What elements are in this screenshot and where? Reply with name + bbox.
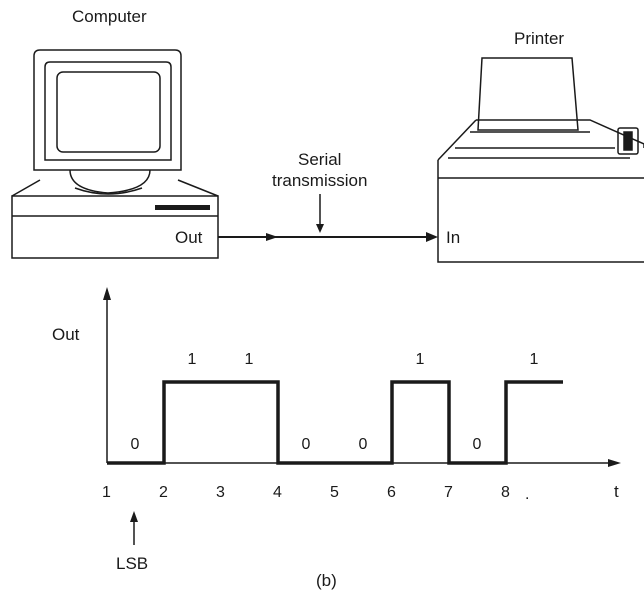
serial-line-arrowhead-mid xyxy=(266,233,278,241)
serial-label-line1: Serial xyxy=(298,150,341,169)
tick-label: 3 xyxy=(216,484,225,501)
timing-diagram: Out t 1 2 3 4 5 6 7 8. 0 1 1 0 0 1 0 1 LSB xyxy=(52,287,621,573)
computer-unit-top-edge-right xyxy=(177,179,219,197)
tick-label: 5 xyxy=(330,484,339,501)
tick-labels: 1 2 3 4 5 6 7 8. xyxy=(102,484,529,503)
printer-top-left xyxy=(437,119,477,161)
x-axis-label: t xyxy=(614,482,619,501)
lsb-label: LSB xyxy=(116,554,148,573)
computer-label: Computer xyxy=(72,7,147,26)
bit-label: 0 xyxy=(473,436,482,453)
printer-control-panel xyxy=(617,127,639,155)
computer-monitor-base xyxy=(69,169,151,194)
out-port-label: Out xyxy=(175,228,203,247)
y-axis-arrowhead xyxy=(103,287,111,300)
bit-labels: 0 1 1 0 0 1 0 1 xyxy=(131,351,539,453)
in-port-label: In xyxy=(446,228,460,247)
figure-caption: (b) xyxy=(316,571,337,590)
serial-line xyxy=(218,194,438,242)
printer xyxy=(437,57,644,263)
tick-label: 1 xyxy=(102,484,111,501)
tick-label: 4 xyxy=(273,484,282,501)
computer-disk-slot xyxy=(155,205,210,210)
bit-label: 1 xyxy=(245,351,254,368)
printer-body xyxy=(437,160,644,263)
computer-system-unit xyxy=(11,195,219,259)
bit-label: 0 xyxy=(302,436,311,453)
computer xyxy=(11,49,219,259)
printer-control-button xyxy=(623,131,633,151)
printer-label: Printer xyxy=(514,29,564,48)
printer-paper xyxy=(477,57,579,131)
tick-label: 2 xyxy=(159,484,168,501)
serial-waveform xyxy=(107,380,563,465)
serial-label-line2: transmission xyxy=(272,171,367,190)
bit-label: 0 xyxy=(359,436,368,453)
lsb-pointer-arrowhead xyxy=(130,511,138,522)
computer-screen-bezel xyxy=(44,61,172,161)
bit-label: 1 xyxy=(530,351,539,368)
x-axis-arrowhead xyxy=(608,459,621,467)
computer-unit-top-edge xyxy=(11,179,41,197)
tick-label: 7 xyxy=(444,484,453,501)
computer-screen xyxy=(56,71,161,153)
bit-label: 0 xyxy=(131,436,140,453)
serial-line-arrowhead-end xyxy=(426,232,438,242)
computer-monitor xyxy=(33,49,182,171)
y-axis-label: Out xyxy=(52,325,80,344)
bit-label: 1 xyxy=(416,351,425,368)
tick-label: . xyxy=(525,486,529,503)
tick-label: 6 xyxy=(387,484,396,501)
serial-pointer-arrowhead xyxy=(316,224,324,233)
tick-label: 8 xyxy=(501,484,510,501)
printer-top xyxy=(476,119,644,148)
computer-stand xyxy=(74,187,143,195)
bit-label: 1 xyxy=(188,351,197,368)
